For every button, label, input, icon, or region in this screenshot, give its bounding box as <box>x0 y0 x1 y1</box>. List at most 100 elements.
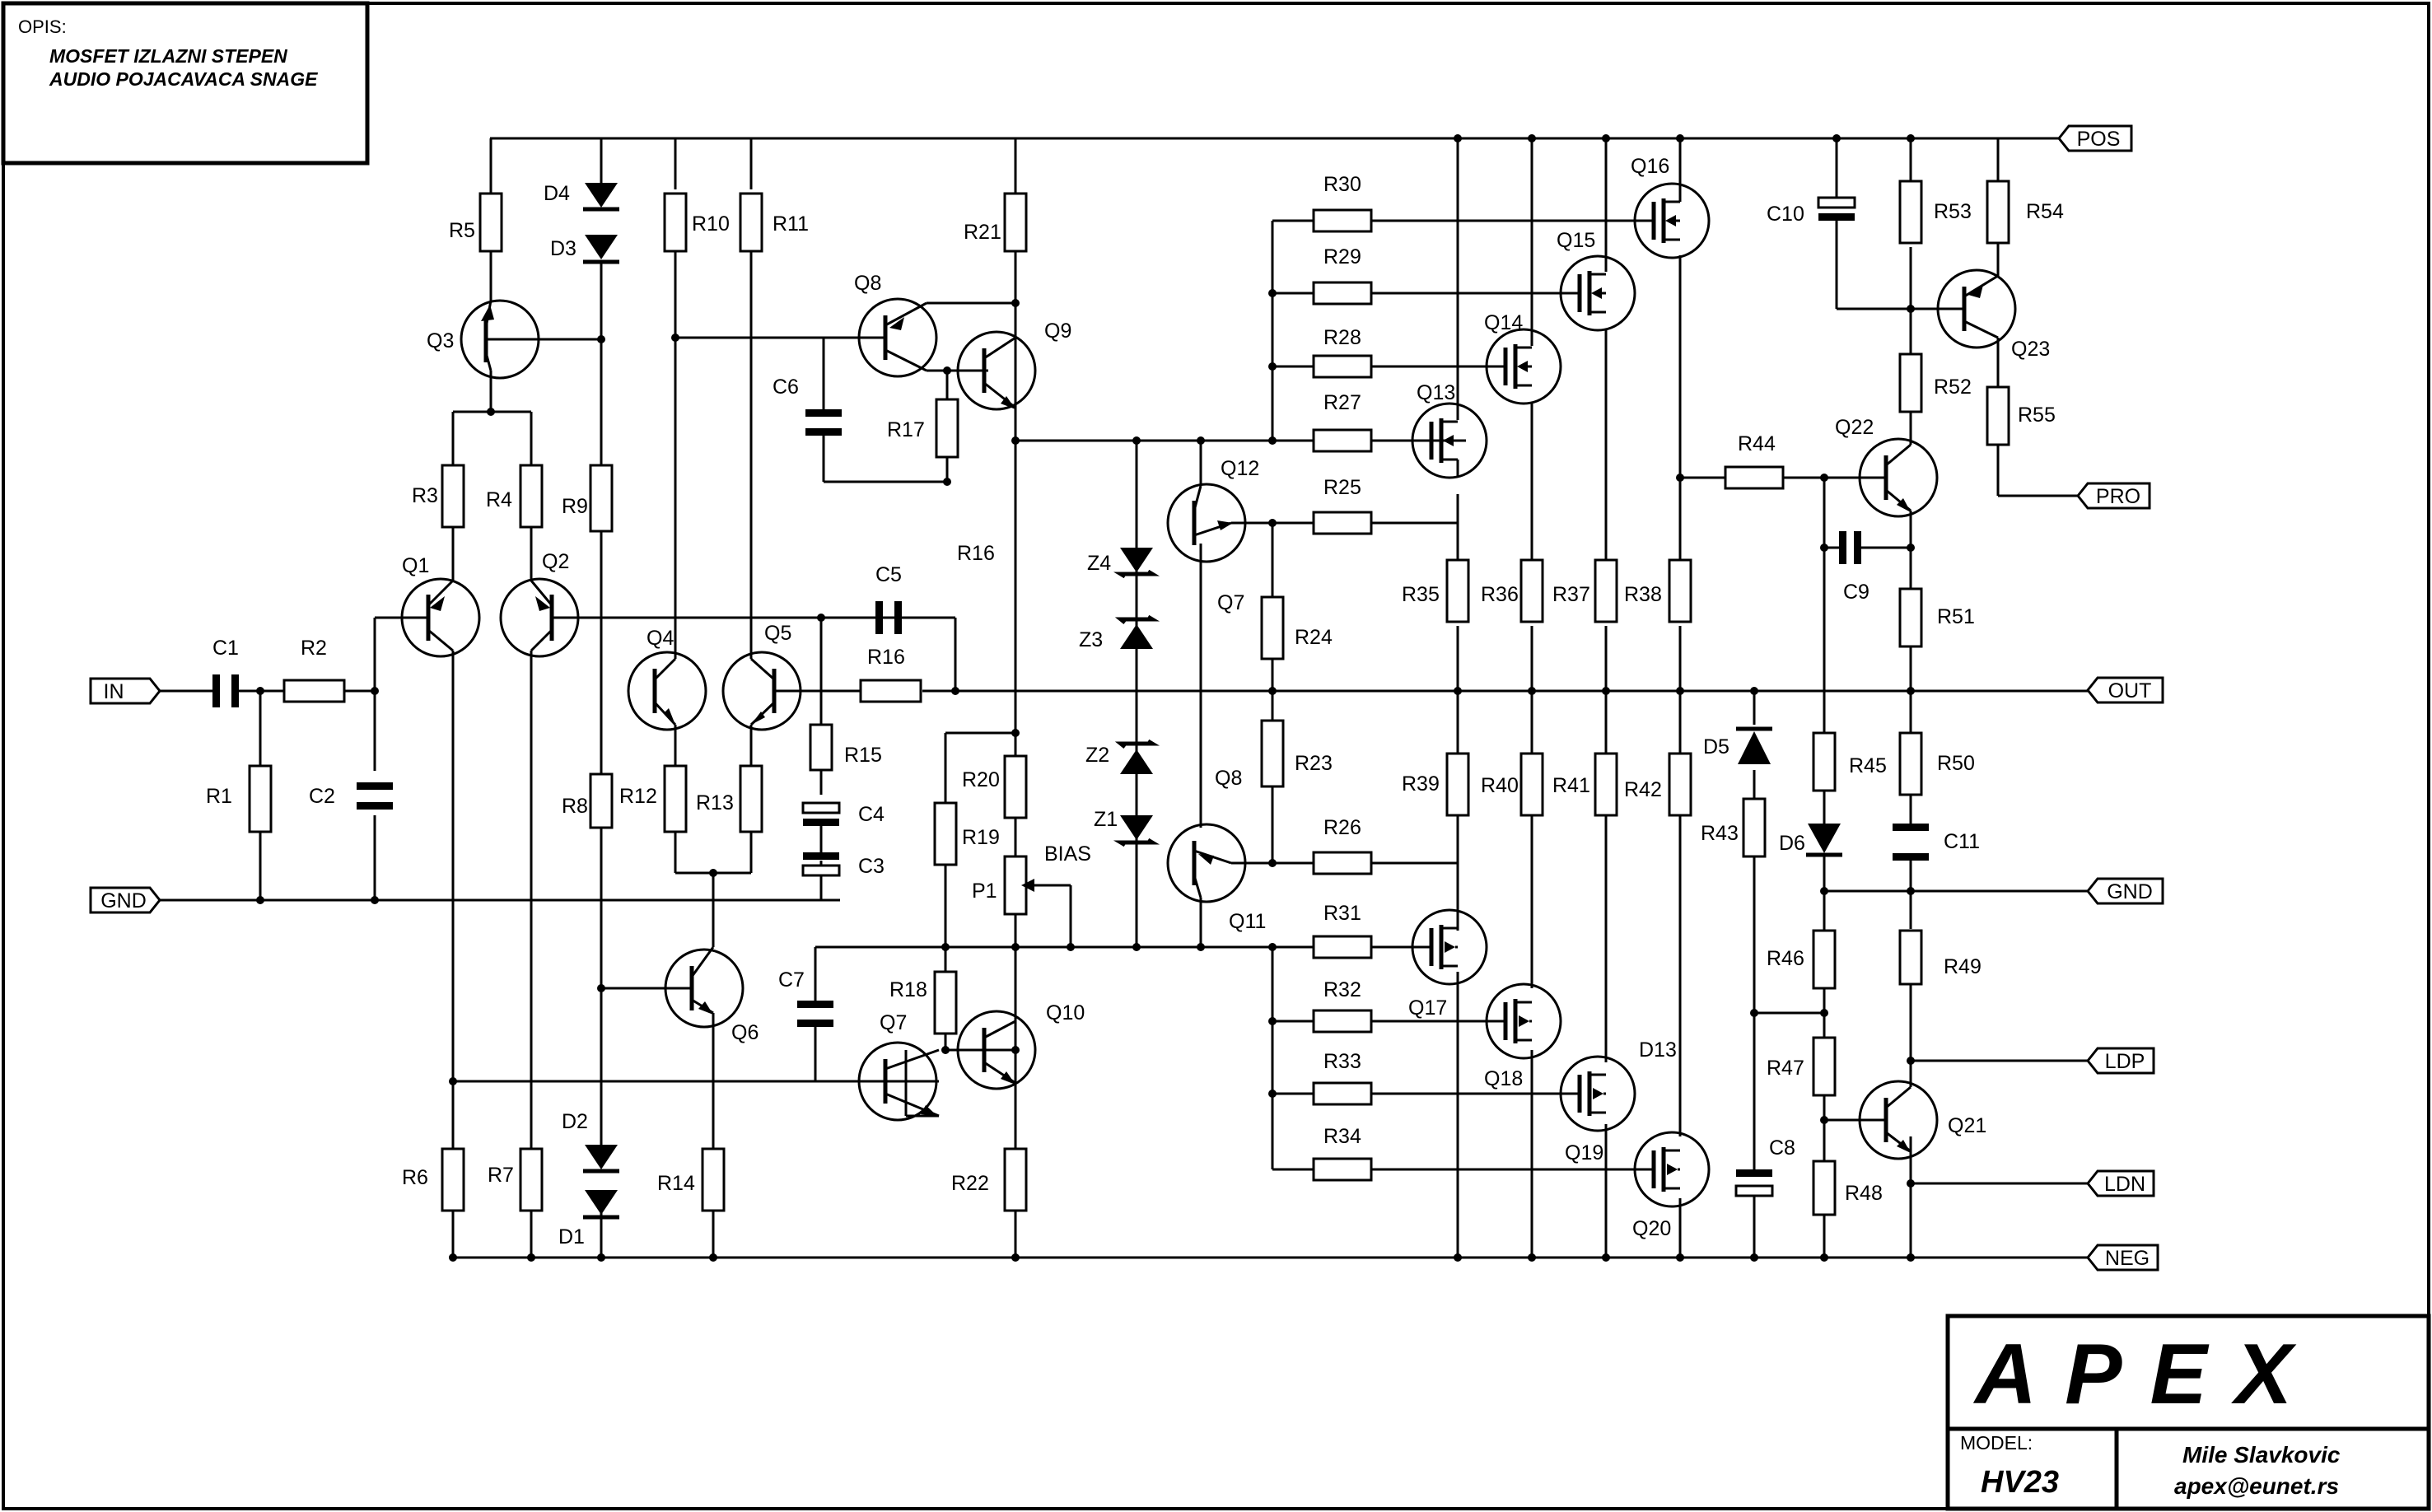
label-r25: R25 <box>1323 476 1361 499</box>
resistor-r18 <box>933 970 958 1035</box>
resistor-r22 <box>1003 1147 1028 1212</box>
mosfet-q18 <box>1485 982 1562 1060</box>
label-c9: C9 <box>1843 581 1870 604</box>
transistor-q4 <box>627 651 707 731</box>
resistor-r40 <box>1519 752 1544 817</box>
label-d5: D5 <box>1703 735 1729 758</box>
label-r34: R34 <box>1323 1125 1361 1148</box>
label-q10: Q10 <box>1046 1001 1085 1024</box>
author-email: apex@eunet.rs <box>2174 1473 2339 1499</box>
resistor-r12 <box>663 764 688 833</box>
label-r23: R23 <box>1295 752 1333 775</box>
description-heading: OPIS: <box>18 16 67 37</box>
label-r11: R11 <box>773 212 809 236</box>
port-pro-label: PRO <box>2096 485 2140 508</box>
resistors <box>248 180 2010 1216</box>
label-q11: Q11 <box>1229 910 1266 933</box>
resistor-r41 <box>1594 752 1618 817</box>
transistor-q5 <box>721 651 802 731</box>
label-r38: R38 <box>1624 583 1662 606</box>
label-r35: R35 <box>1402 583 1440 606</box>
resistor-r28 <box>1312 354 1373 379</box>
label-r19: R19 <box>962 826 1000 849</box>
diodes <box>583 183 1842 1220</box>
label-z3: Z3 <box>1079 628 1103 651</box>
label-r55: R55 <box>2018 404 2056 427</box>
resistor-r10 <box>663 192 688 253</box>
transistor-q11 <box>1166 823 1247 903</box>
resistor-r35 <box>1445 558 1470 623</box>
transistor-q23 <box>1936 268 2017 349</box>
resistor-r2 <box>282 679 346 703</box>
port-out: OUT <box>2086 676 2164 704</box>
resistor-r29 <box>1312 281 1373 306</box>
label-r4: R4 <box>486 488 512 511</box>
resistor-r37 <box>1594 558 1618 623</box>
resistor-r36 <box>1519 558 1544 623</box>
label-q2: Q2 <box>542 550 569 573</box>
label-r27: R27 <box>1323 391 1361 414</box>
capacitor-c6 <box>805 395 842 441</box>
port-pro: PRO <box>2076 482 2151 510</box>
resistor-r43 <box>1742 797 1767 858</box>
capacitor-c1 <box>212 674 247 707</box>
resistor-r30 <box>1312 208 1373 233</box>
label-r46: R46 <box>1767 947 1804 970</box>
transistor-q9 <box>956 330 1037 411</box>
label-q1: Q1 <box>402 554 429 577</box>
resistor-r16 <box>859 679 922 703</box>
description-line-1: MOSFET IZLAZNI STEPEN <box>49 45 287 67</box>
label-r17: R17 <box>887 418 925 441</box>
label-d2: D2 <box>562 1110 588 1133</box>
transistor-q12 <box>1166 483 1247 563</box>
resistor-r3 <box>441 464 465 529</box>
diode-d4 <box>583 183 619 212</box>
label-c4: C4 <box>858 803 885 826</box>
component-labels: C1 R2 R1 C2 R5 D4 D3 Q3 R3 R4 Q1 Q2 R9 R… <box>206 155 2064 1248</box>
transistors <box>400 182 2017 1208</box>
diode-d5 <box>1736 726 1772 764</box>
resistor-r52 <box>1898 352 1923 413</box>
label-z2: Z2 <box>1085 744 1109 767</box>
label-q15: Q15 <box>1557 229 1595 252</box>
resistor-r51 <box>1898 587 1923 648</box>
resistor-r49 <box>1898 929 1923 986</box>
zener-z4 <box>1113 548 1160 579</box>
label-d4: D4 <box>544 182 570 205</box>
label-z1: Z1 <box>1094 808 1118 831</box>
resistor-r23 <box>1260 719 1285 788</box>
label-q3: Q3 <box>427 329 454 352</box>
label-q7: Q7 <box>880 1011 907 1034</box>
label-r39: R39 <box>1402 772 1440 796</box>
capacitor-c9 <box>1839 531 1861 564</box>
label-r20: R20 <box>962 768 1000 791</box>
label-r42: R42 <box>1624 778 1662 801</box>
resistor-r5 <box>478 192 503 253</box>
label-q19: Q19 <box>1565 1141 1603 1164</box>
port-out-label: OUT <box>2108 679 2152 702</box>
label-r49: R49 <box>1944 955 1982 978</box>
label-q8-driver: Q8 <box>1215 767 1242 790</box>
label-d6: D6 <box>1779 832 1805 855</box>
label-r37: R37 <box>1552 583 1590 606</box>
capacitor-c8 <box>1734 1169 1774 1206</box>
description-box: OPIS: MOSFET IZLAZNI STEPEN AUDIO POJACA… <box>1 1 370 166</box>
label-r7: R7 <box>488 1164 514 1187</box>
label-d13: D13 <box>1639 1038 1677 1062</box>
label-bias: BIAS <box>1044 842 1091 866</box>
label-c10: C10 <box>1767 203 1804 226</box>
zener-z3 <box>1114 614 1160 649</box>
diode-d3 <box>583 235 619 264</box>
transistor-q8 <box>857 297 938 378</box>
diode-d2 <box>583 1145 619 1174</box>
label-q18: Q18 <box>1484 1067 1523 1090</box>
resistor-r39 <box>1445 752 1470 817</box>
label-r30: R30 <box>1323 173 1361 196</box>
label-c5: C5 <box>875 563 902 586</box>
label-q12: Q12 <box>1221 457 1259 480</box>
label-r48: R48 <box>1845 1182 1883 1205</box>
resistor-r27 <box>1312 428 1373 453</box>
resistor-r21 <box>1003 192 1028 253</box>
label-r10: R10 <box>692 212 730 236</box>
capacitor-c3 <box>801 852 841 900</box>
